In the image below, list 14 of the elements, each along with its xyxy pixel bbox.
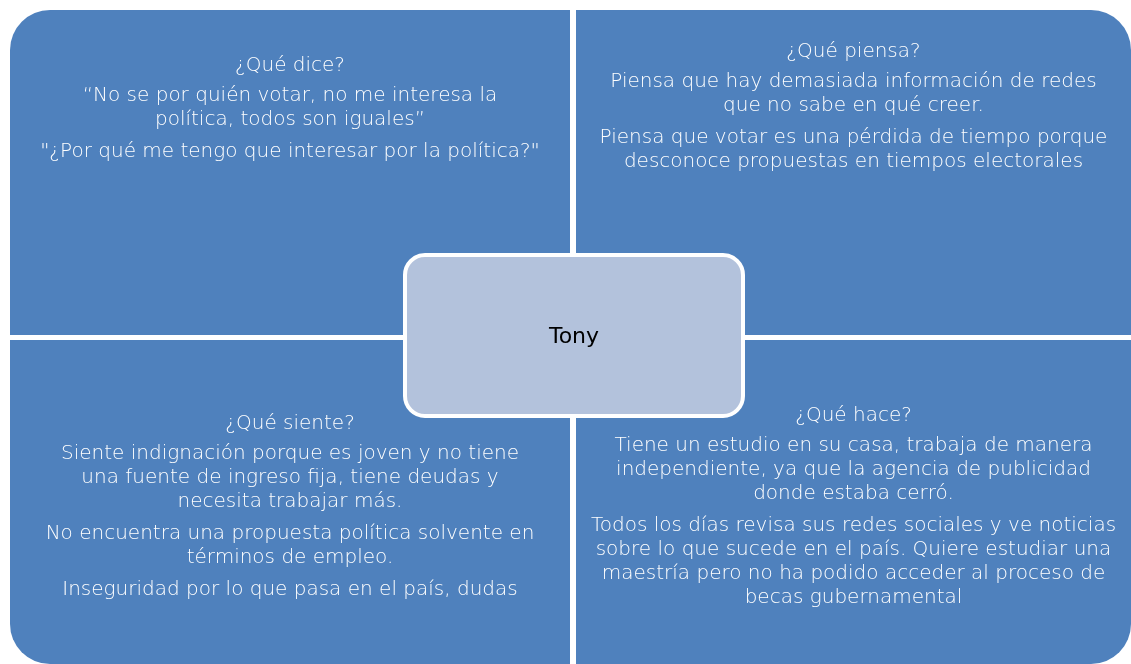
quadrant-text: Todos los días revisa sus redes sociales y ve noticias sobre lo que sucede en el país. Quiere estudiar una maestría pero no ha podido acceder al proceso de becas gubernamental [589,512,1118,608]
quadrant-text: "¿Por qué me tengo que interesar por la política?" [40,138,540,162]
quadrant-text: Inseguridad por lo que pasa en el país, dudas [62,576,518,600]
quadrant-text: Tiene un estudio en su casa, trabaja de manera independiente, ya que la agencia de publicidad donde estaba cerró. [613,432,1094,504]
quadrant-text: Piensa que hay demasiada información de redes que no sabe en qué creer. [609,68,1098,116]
quadrant-heading: ¿Qué siente? [225,410,355,434]
quadrant-heading: ¿Qué hace? [795,402,912,426]
quadrant-text: Piensa que votar es una pérdida de tiempo porque desconoce propuestas en tiempos electorales [598,124,1109,172]
quadrant-text: No encuentra una propuesta política solvente en términos de empleo. [44,520,536,568]
quadrant-text: “No se por quién votar, no me interesa la política, todos son iguales” [81,82,499,130]
center-box: Tony [403,253,745,418]
quadrant-heading: ¿Qué piensa? [786,38,921,62]
quadrant-heading: ¿Qué dice? [235,52,345,76]
quadrant-text: Siente indignación porque es joven y no tiene una fuente de ingreso fija, tiene deudas y necesita trabajar más. [60,440,520,512]
